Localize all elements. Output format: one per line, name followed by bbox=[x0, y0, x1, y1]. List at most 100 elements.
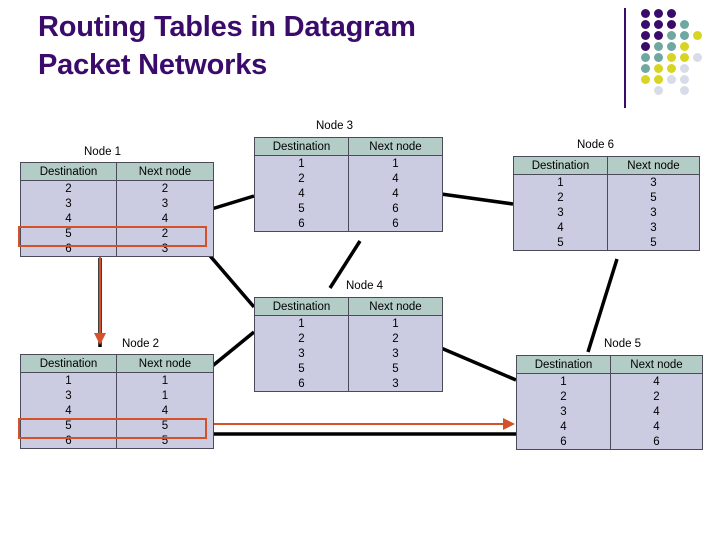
cell-next-node: 3 bbox=[116, 196, 214, 211]
cell-next-node: 5 bbox=[607, 235, 700, 251]
cell-next-node: 1 bbox=[116, 372, 214, 388]
table-header-row: Destination Next node bbox=[20, 354, 214, 373]
cell-destination: 3 bbox=[516, 404, 611, 419]
cell-next-node: 2 bbox=[610, 389, 703, 404]
cell-next-node: 5 bbox=[116, 418, 214, 433]
cell-destination: 4 bbox=[516, 419, 611, 434]
logo-dot bbox=[680, 20, 689, 29]
cell-next-node: 3 bbox=[607, 174, 700, 190]
cell-destination: 2 bbox=[254, 171, 349, 186]
cell-destination: 5 bbox=[20, 226, 117, 241]
link-node6-node5 bbox=[586, 258, 619, 353]
logo-dot bbox=[654, 75, 663, 84]
page-title-line-1: Routing Tables in Datagram bbox=[38, 11, 416, 43]
column-header-destination: Destination bbox=[254, 137, 349, 156]
logo-dot bbox=[667, 20, 676, 29]
logo-dot bbox=[654, 20, 663, 29]
logo-dot bbox=[654, 9, 663, 18]
cell-destination: 2 bbox=[20, 180, 117, 196]
logo-dot bbox=[667, 53, 676, 62]
cell-next-node: 5 bbox=[116, 433, 214, 449]
cell-next-node: 3 bbox=[607, 205, 700, 220]
column-header-destination: Destination bbox=[20, 354, 117, 373]
logo-dot bbox=[654, 64, 663, 73]
logo-dot bbox=[667, 31, 676, 40]
cell-destination: 3 bbox=[254, 346, 349, 361]
logo-dot bbox=[654, 42, 663, 51]
cell-next-node: 4 bbox=[116, 211, 214, 226]
node4-label: Node 4 bbox=[346, 280, 384, 292]
cell-destination: 2 bbox=[254, 331, 349, 346]
logo-dot bbox=[680, 75, 689, 84]
logo-dot bbox=[667, 75, 676, 84]
cell-next-node: 4 bbox=[116, 403, 214, 418]
cell-destination: 5 bbox=[254, 201, 349, 216]
cell-next-node: 4 bbox=[348, 186, 443, 201]
logo-dot bbox=[667, 64, 676, 73]
cell-destination: 1 bbox=[254, 155, 349, 171]
column-header-next-node: Next node bbox=[116, 354, 214, 373]
logo-dot bbox=[680, 42, 689, 51]
logo-dot bbox=[693, 53, 702, 62]
logo-dot bbox=[680, 64, 689, 73]
cell-destination: 5 bbox=[254, 361, 349, 376]
cell-next-node: 6 bbox=[348, 201, 443, 216]
cell-destination: 6 bbox=[254, 216, 349, 232]
cell-next-node: 3 bbox=[607, 220, 700, 235]
logo-dot bbox=[641, 31, 650, 40]
column-header-next-node: Next node bbox=[607, 156, 700, 175]
column-header-destination: Destination bbox=[513, 156, 608, 175]
cell-next-node: 2 bbox=[348, 331, 443, 346]
node1-label: Node 1 bbox=[84, 146, 122, 158]
cell-destination: 3 bbox=[20, 196, 117, 211]
cell-next-node: 1 bbox=[348, 155, 443, 171]
cell-destination: 6 bbox=[20, 241, 117, 257]
column-header-destination: Destination bbox=[20, 162, 117, 181]
cell-next-node: 4 bbox=[610, 373, 703, 389]
cell-destination: 5 bbox=[20, 418, 117, 433]
logo-dot bbox=[654, 86, 663, 95]
column-header-next-node: Next node bbox=[610, 355, 703, 374]
table-header-row: Destination Next node bbox=[513, 156, 700, 175]
cell-destination: 6 bbox=[254, 376, 349, 392]
cell-next-node: 2 bbox=[116, 226, 214, 241]
logo-dot bbox=[641, 53, 650, 62]
cell-destination: 1 bbox=[20, 372, 117, 388]
node6-label: Node 6 bbox=[577, 139, 615, 151]
logo-dot bbox=[667, 9, 676, 18]
cell-next-node: 4 bbox=[610, 419, 703, 434]
logo-dot bbox=[654, 53, 663, 62]
cell-next-node: 4 bbox=[348, 171, 443, 186]
link-node1-node4 bbox=[203, 248, 256, 309]
logo-dot bbox=[641, 42, 650, 51]
cell-destination: 5 bbox=[513, 235, 608, 251]
logo-dot bbox=[641, 20, 650, 29]
